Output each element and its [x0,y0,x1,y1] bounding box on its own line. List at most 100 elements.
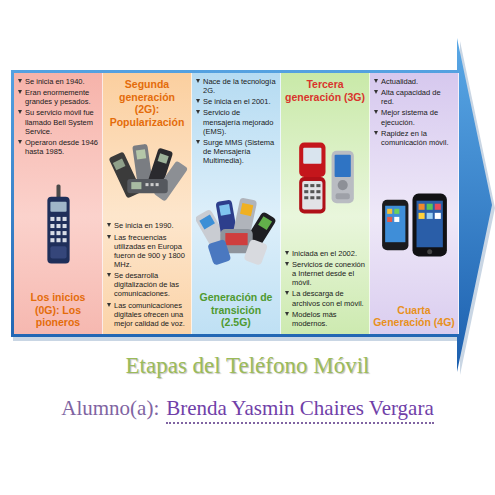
phone-part [156,184,159,187]
phone-part [145,184,148,187]
bullet-point: Operaron desde 1946 hasta 1985. [17,138,99,156]
bullet-point: Las frecuencias utilizadas en Europa fue… [106,233,188,270]
phone-part [419,213,425,219]
phone-part [219,204,231,216]
phone-part [332,150,354,203]
student-label: Alumno(a): [61,396,159,421]
bullet-point: Actualidad. [373,77,455,86]
phone-part [47,197,69,264]
smartphones [374,183,455,269]
phone-part [338,180,348,190]
phone-part [385,206,405,242]
phone-part [158,154,169,165]
text-group: Segunda generación (2G): Popularización [106,77,188,129]
text-group: Actualidad. Alta capacidad de red. Mejor s… [373,77,455,149]
phone-part [302,181,322,209]
phone-part [50,202,66,212]
phone-part [435,204,441,210]
phone-part [316,190,320,193]
phone-part [310,196,314,199]
phone-part [417,201,443,248]
generation-column: Actualidad. Alta capacidad de red. Mejor s… [370,73,459,334]
phone-part [304,196,308,199]
bullet-point: Servicio de mensajería mejorado (EMS). [195,108,277,135]
phone-part [427,213,433,219]
phone-part [63,224,67,228]
generation-column: Nace de la tecnología 2G. Se inicia en el… [192,73,281,334]
phone-part [310,184,314,187]
bullet-point: Mejor sistema de ejecución. [373,108,455,126]
phone-part [240,203,253,216]
phone-part [299,142,325,176]
generation-column: Se inicia en 1940. Eran enormemente grand… [14,73,103,334]
phone-part [303,147,321,163]
phone-part [335,154,351,176]
text-group: Se inicia en 1940. Eran enormemente grand… [17,77,99,158]
bullet-point: Eran enormemente grandes y pesados. [17,88,99,106]
old-phones-pile [107,132,188,218]
phone-part [243,238,268,265]
phone-part [316,196,320,199]
phone-part [387,217,392,222]
generation-heading: Generación de transición (2.5G) [195,291,277,329]
phone-part [56,231,60,235]
arrow-body [11,38,492,372]
text-group: Los inicios (0G): Los pioneros [17,290,99,330]
phone-part [299,177,325,213]
phone-part [199,214,215,229]
bullet-point: Su servicio móvil fue llamado Bell Syste… [17,108,99,135]
phones-cluster [196,186,277,272]
phone-part [56,224,60,228]
bullet-point: Las comunicaciones digitales ofrecen una… [106,301,188,328]
phone-part [427,204,433,210]
brick-phone [18,181,99,267]
generation-heading: Segunda generación (2G): Popularización [106,78,188,128]
phone-part [63,217,67,221]
phone-part [63,238,67,242]
bullet-point: Rapidez en la comunicación móvil. [373,129,455,147]
student-name: Brenda Yasmin Chaires Vergara [166,396,434,424]
bullet-point: Servicios de conexión a Internet desde e… [284,260,366,287]
phone-part [382,200,408,251]
generation-column: Segunda generación (2G): PopularizaciónS… [103,73,192,334]
phone-part [419,204,425,210]
phone-part [63,231,67,235]
text-group: Nace de la tecnología 2G. Se inicia en el… [195,77,277,167]
diagram-title: Etapas del Teléfono Móvil [0,353,495,379]
phone-part [394,217,399,222]
bullet-point: Nace de la tecnología 2G. [195,77,277,95]
phone-part [207,239,231,266]
arrow-shadow [13,41,495,375]
bullet-point: Iniciada en el 2002. [284,249,366,258]
bullet-point: Alta capacidad de red. [373,88,455,106]
generation-heading: Cuarta Generación (4G) [373,304,455,329]
phone-part [412,193,446,256]
text-group: Iniciada en el 2002. Servicios de conexió… [284,249,366,330]
phone-part [225,233,247,245]
phone-part [50,246,66,258]
phone-part [310,190,314,193]
bullet-point: Se desarrolla digitalización de las comu… [106,271,188,298]
phone-part [336,193,350,199]
phone-part [427,249,432,254]
generation-heading: Tercera generación (3G) [284,78,366,103]
phone-part [50,231,54,235]
bullet-point: Se inicia en el 2001. [195,97,277,106]
bullet-point: La descarga de archivos con el móvil. [284,289,366,307]
phone-part [50,224,54,228]
phone-part [113,159,126,171]
phone-part [258,216,272,230]
phone-part [304,190,308,193]
phone-part [131,182,141,189]
student-line: Alumno(a): Brenda Yasmin Chaires Vergara [0,396,495,424]
phone-part [136,150,146,160]
phone-part [435,213,441,219]
phone-part [304,184,308,187]
text-group: Se inicia en 1990.Las frecuencias utiliz… [106,221,188,330]
phone-part [56,217,60,221]
phone-part [316,184,320,187]
bullet-point: Se inicia en 1940. [17,77,99,86]
flip-and-slider-phones [285,134,366,220]
phone-part [394,209,399,214]
phone-part [387,209,392,214]
